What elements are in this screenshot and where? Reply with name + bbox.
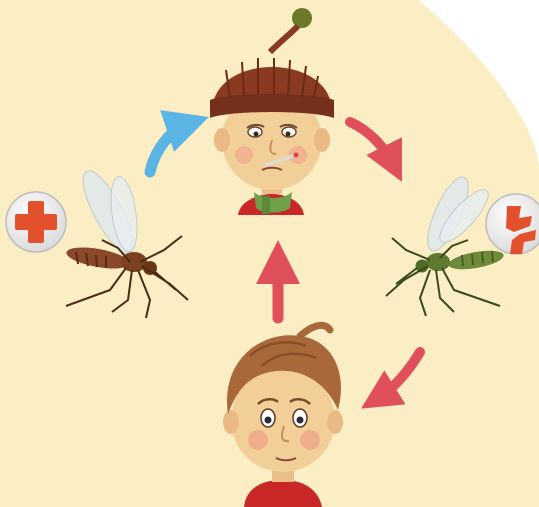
red-cross-badge-icon [6,192,66,252]
broken-cross-badge-icon [486,194,539,254]
